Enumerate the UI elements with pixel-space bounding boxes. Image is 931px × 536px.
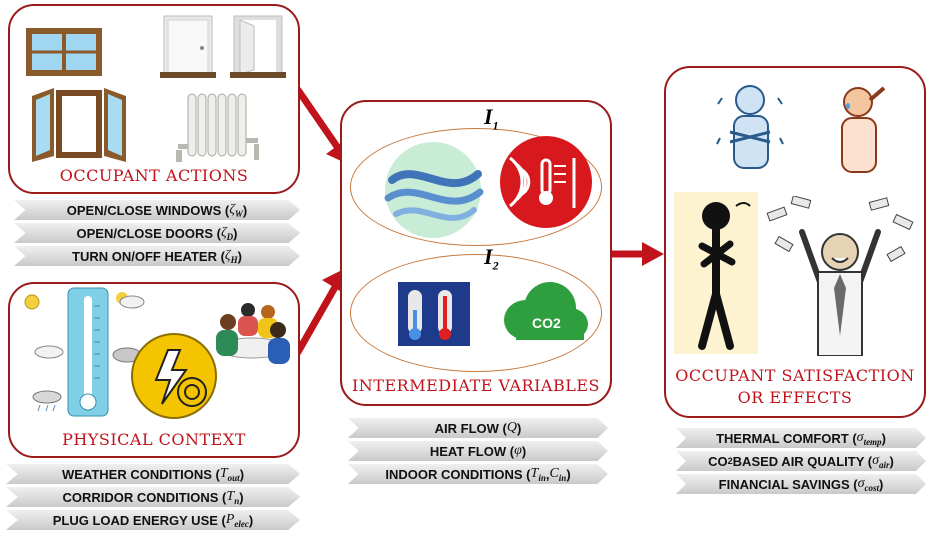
air-flow-icon xyxy=(384,142,484,238)
occupant-actions-panel: OCCUPANT ACTIONS xyxy=(8,4,300,194)
i2-ellipse xyxy=(350,254,602,372)
radiator-icon xyxy=(176,93,259,162)
cold-person-icon xyxy=(716,85,784,169)
partly-cloudy-icon xyxy=(116,292,145,309)
i1-ellipse xyxy=(350,128,602,246)
happy-money-person-icon xyxy=(766,196,914,356)
occupant-action-label: OPEN/CLOSE WINDOWS (ζW) xyxy=(14,200,300,220)
closed-door-icon xyxy=(160,15,216,78)
occupant-action-label: TURN ON/OFF HEATER (ζH) xyxy=(14,246,300,266)
occupant-action-label: OPEN/CLOSE DOORS (ζD) xyxy=(14,223,300,243)
open-door-icon xyxy=(230,15,286,78)
i2-label: I2 xyxy=(484,244,499,273)
cloud-icon xyxy=(34,345,64,359)
occupant-actions-title: OCCUPANT ACTIONS xyxy=(59,166,249,185)
intermediate-label: INDOOR CONDITIONS (Tin, Cin) xyxy=(348,464,608,484)
occupant-satisfaction-panel: OCCUPANT SATISFACTION OR EFFECTS xyxy=(664,66,926,418)
physical-context-label: WEATHER CONDITIONS (Tout) xyxy=(6,464,300,484)
indoor-thermometers-icon xyxy=(398,282,470,346)
intermediate-variables-title: INTERMEDIATE VARIABLES xyxy=(351,376,600,395)
rain-cloud-icon xyxy=(32,390,62,412)
intermediate-label: AIR FLOW (Q) xyxy=(348,418,608,438)
satisfaction-label: THERMAL COMFORT (σtemp) xyxy=(676,428,926,448)
occupant-satisfaction-title-line1: OCCUPANT SATISFACTION xyxy=(675,366,915,385)
co2-cloud-icon: CO2 xyxy=(504,282,588,340)
physical-context-panel: PHYSICAL CONTEXT xyxy=(8,282,300,458)
intermediate-label: HEAT FLOW (φ) xyxy=(348,441,608,461)
satisfaction-label: FINANCIAL SAVINGS (σcost) xyxy=(676,474,926,494)
plug-energy-icon xyxy=(131,333,217,419)
sun-icon xyxy=(24,294,40,310)
i1-label: I1 xyxy=(484,104,499,133)
open-window-icon xyxy=(32,88,126,162)
closed-window-icon xyxy=(26,28,102,76)
physical-context-label: PLUG LOAD ENERGY USE (Pelec) xyxy=(6,510,300,530)
physical-context-title: PHYSICAL CONTEXT xyxy=(62,430,246,449)
physical-context-label: CORRIDOR CONDITIONS (Tn) xyxy=(6,487,300,507)
meeting-people-icon xyxy=(216,303,290,364)
co2-icon-label: CO2 xyxy=(532,315,561,331)
discomfort-person-icon xyxy=(674,192,758,354)
heat-flow-icon xyxy=(500,136,592,228)
thermometer-icon xyxy=(67,287,109,417)
intermediate-variables-panel: I1 I2 CO2 INTERMEDIATE VARI xyxy=(340,100,612,406)
hot-person-icon xyxy=(841,86,886,173)
occupant-satisfaction-title-line2: OR EFFECTS xyxy=(737,388,853,407)
